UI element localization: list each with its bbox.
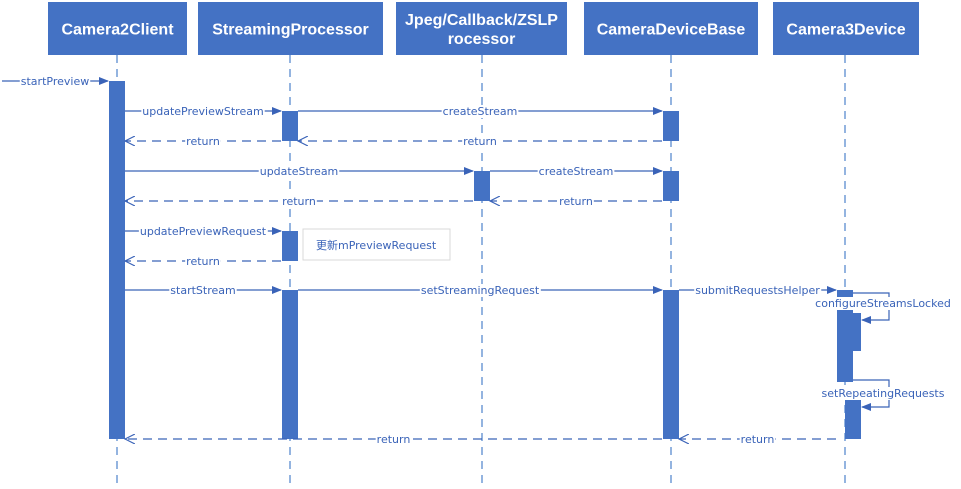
note: 更新mPreviewRequest (302, 228, 451, 261)
message-label: return (377, 433, 411, 446)
label-background (694, 284, 822, 297)
participant-camera2client: Camera2Client (48, 2, 187, 55)
activation-cameradevicebase (663, 171, 679, 201)
label-background (138, 225, 268, 238)
message-label: return (282, 195, 316, 208)
message-label: updateStream (260, 165, 339, 178)
message-update-preview-request: updatePreviewRequest (125, 225, 282, 238)
note-text: 更新mPreviewRequest (316, 238, 437, 252)
message-configure-streams-locked: configureStreamsLocked (814, 292, 952, 324)
label-background (141, 105, 265, 118)
label-background (814, 297, 952, 310)
message-submit-requests-helper: submitRequestsHelper (679, 284, 837, 297)
messages: startPreview updatePreviewStream createStr… (2, 75, 952, 446)
message-label: updatePreviewStream (142, 105, 263, 118)
participant-streamingprocessor: StreamingProcessor (198, 2, 383, 55)
label-background (185, 255, 221, 268)
message-label: return (186, 255, 220, 268)
label-background (739, 433, 776, 446)
label-background (258, 165, 340, 178)
label-background (820, 387, 946, 400)
label-background (462, 135, 498, 148)
message-label: createStream (443, 105, 518, 118)
label-background (537, 165, 615, 178)
message-label: setRepeatingRequests (822, 387, 945, 400)
participant-name: Camera2Client (61, 22, 174, 39)
message-label: createStream (539, 165, 614, 178)
participant-name: CameraDeviceBase (597, 22, 746, 39)
label-background (281, 195, 317, 208)
message-label: submitRequestsHelper (695, 284, 820, 297)
message-set-streaming-request: setStreamingRequest (298, 284, 663, 297)
activation-camera3device (845, 400, 861, 439)
message-start-stream: startStream (125, 284, 282, 297)
message-return-5: return (125, 255, 281, 268)
label-background (375, 433, 412, 446)
participant-box (198, 2, 383, 55)
message-set-repeating-requests: setRepeatingRequests (820, 379, 946, 411)
message-label: return (559, 195, 593, 208)
participant-box (396, 2, 567, 55)
activation-cameradevicebase (663, 111, 679, 141)
message-return-2: return (125, 135, 281, 148)
activation-cameradevicebase (663, 290, 679, 439)
message-label: return (741, 433, 775, 446)
activation-jpeg (474, 171, 490, 201)
message-label: startPreview (21, 75, 89, 88)
label-background (19, 75, 91, 88)
message-return-3: return (490, 195, 662, 208)
message-update-stream: updateStream (125, 165, 474, 178)
label-background (419, 284, 541, 297)
message-label: configureStreamsLocked (815, 297, 951, 310)
participant-headers: Camera2Client StreamingProcessor Jpeg/Call… (48, 2, 919, 55)
label-background (558, 195, 594, 208)
activation-camera2client (109, 81, 125, 439)
note-box (302, 228, 451, 261)
message-create-stream-1: createStream (298, 105, 663, 118)
message-start-preview: startPreview (2, 75, 109, 88)
activation-streamingprocessor (282, 111, 298, 141)
label-background (185, 135, 221, 148)
message-label: return (186, 135, 220, 148)
label-background (169, 284, 237, 297)
message-label: startStream (170, 284, 235, 297)
message-label: updatePreviewRequest (140, 225, 267, 238)
participant-box (773, 2, 919, 55)
activations (109, 81, 861, 439)
participant-camera3device: Camera3Device (773, 2, 919, 55)
message-update-preview-stream: updatePreviewStream (125, 105, 282, 118)
message-create-stream-2: createStream (490, 165, 663, 178)
message-return-4: return (125, 195, 473, 208)
label-background (441, 105, 519, 118)
participant-name: Camera3Device (786, 22, 905, 39)
activation-streamingprocessor (282, 290, 298, 439)
message-return-6: return (679, 433, 836, 446)
participant-name: StreamingProcessor (212, 22, 369, 39)
message-label: return (463, 135, 497, 148)
participant-cameradevicebase: CameraDeviceBase (584, 2, 758, 55)
lifelines (116, 55, 846, 486)
participant-box (584, 2, 758, 55)
activation-streamingprocessor (282, 231, 298, 261)
activation-camera3device (845, 313, 861, 351)
participant-box (48, 2, 187, 55)
message-label: setStreamingRequest (421, 284, 540, 297)
message-return-7: return (125, 433, 662, 446)
message-return-1: return (298, 135, 662, 148)
